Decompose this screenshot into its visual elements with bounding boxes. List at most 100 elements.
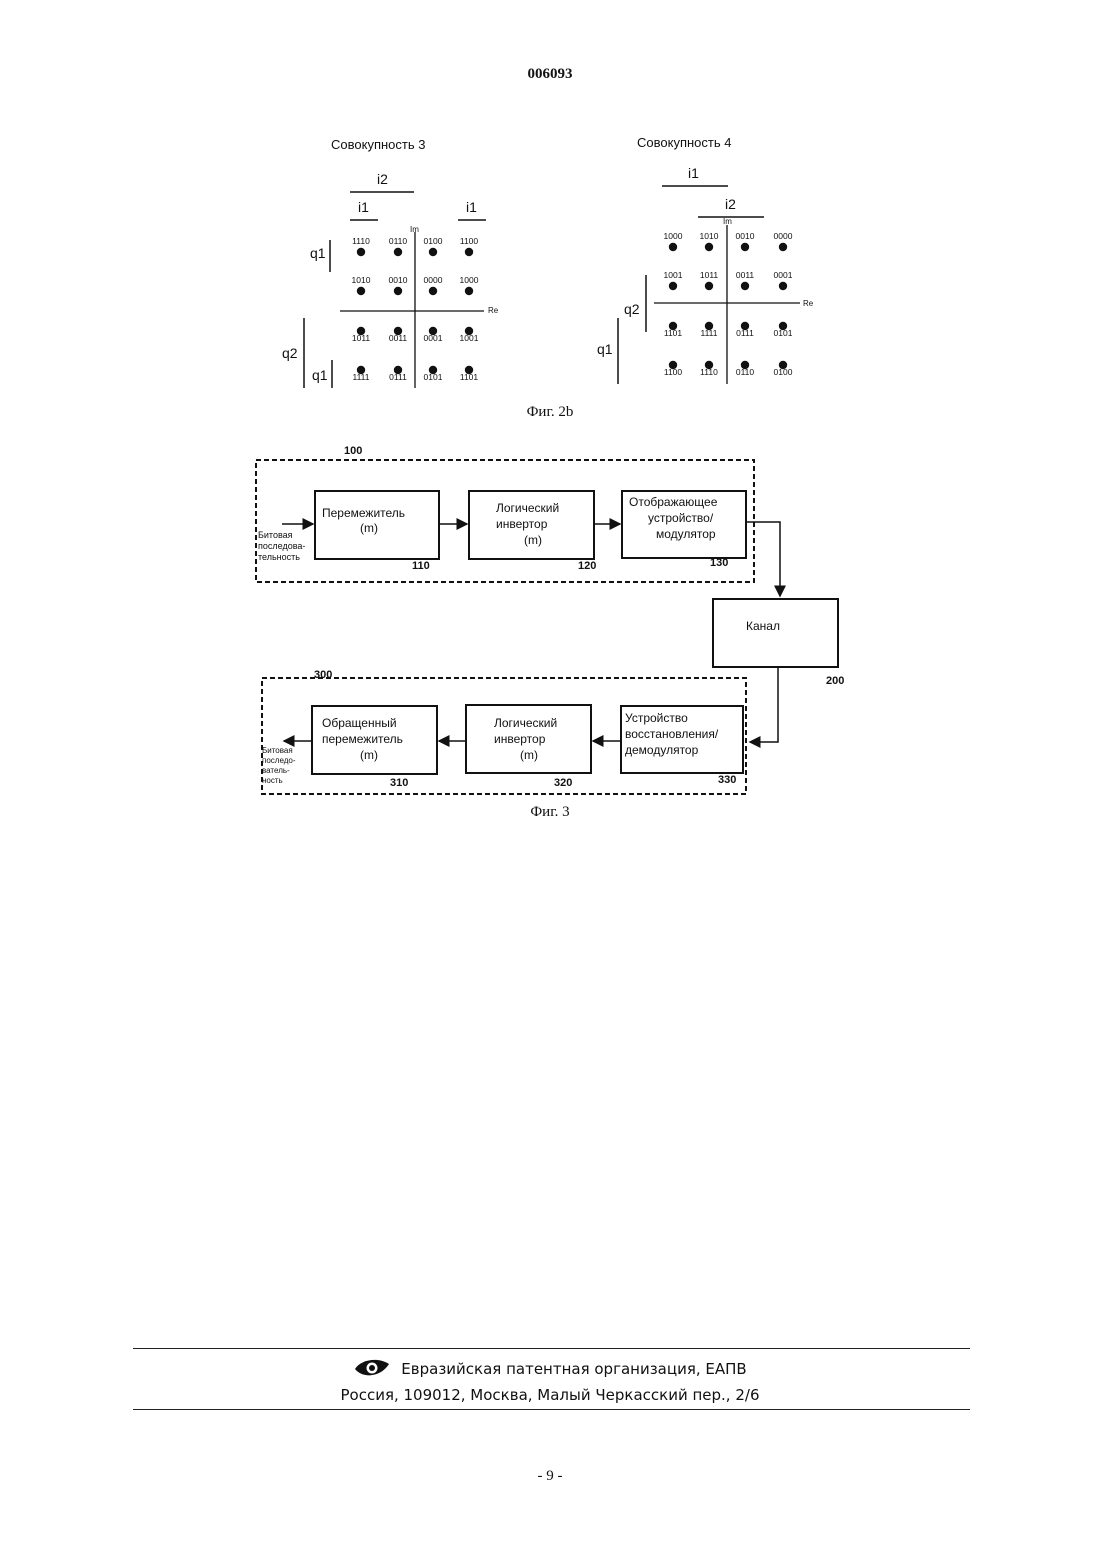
set4-point-label-r2-c3: 0101 xyxy=(774,328,793,338)
set4-point-r0-c0 xyxy=(669,243,677,251)
set3-point-label-r3-c3: 1101 xyxy=(460,372,479,382)
set3-point-label-r2-c2: 0001 xyxy=(424,333,443,343)
set3-point-label-r2-c1: 0011 xyxy=(389,333,408,343)
footer-address: Россия, 109012, Москва, Малый Черкасский… xyxy=(0,1386,1100,1404)
set3-point-r1-c1 xyxy=(394,287,402,295)
channel-label: Канал xyxy=(746,619,780,633)
set3-q2-label: q2 xyxy=(282,345,298,361)
page-number: - 9 - xyxy=(0,1468,1100,1485)
output-label-line-3: ватель- xyxy=(262,766,290,775)
set4-i2-label: i2 xyxy=(725,196,736,212)
block-330-line-3: демодулятор xyxy=(625,743,699,757)
block-320-line-1: Логический xyxy=(494,716,557,730)
set3-point-label-r1-c1: 0010 xyxy=(389,275,408,285)
receiver-ref: 300 xyxy=(314,669,332,681)
block-130-line-3: модулятор xyxy=(656,527,716,541)
set3-point-r0-c2 xyxy=(429,248,437,256)
set4-q2-label: q2 xyxy=(624,301,640,317)
transmitter-ref: 100 xyxy=(344,445,362,457)
set4-point-label-r0-c2: 0010 xyxy=(736,231,755,241)
block-120-line-1: Логический xyxy=(496,501,559,515)
set4-point-label-r1-c0: 1001 xyxy=(664,270,683,280)
set3-point-label-r1-c3: 1000 xyxy=(460,275,479,285)
set4-point-label-r0-c1: 1010 xyxy=(700,231,719,241)
set3-point-label-r3-c0: 1111 xyxy=(352,372,369,382)
set4-point-r0-c3 xyxy=(779,243,787,251)
set4-point-r1-c1 xyxy=(705,282,713,290)
block-330-line-2: восстановления/ xyxy=(625,727,719,741)
figure-3-block-diagram: 100 Битовая последова- тельность Перемеж… xyxy=(0,440,1100,805)
set3-point-label-r1-c2: 0000 xyxy=(424,275,443,285)
output-label-line-4: ность xyxy=(262,776,283,785)
block-110-line-2: (m) xyxy=(360,521,378,535)
set3-point-label-r0-c0: 1110 xyxy=(352,236,370,246)
block-130-line-1: Отображающее xyxy=(629,495,718,509)
output-label-line-2: последо- xyxy=(262,756,296,765)
block-130-line-2: устройство/ xyxy=(648,511,714,525)
set3-point-r0-c1 xyxy=(394,248,402,256)
transmitter-group: 100 Битовая последова- тельность Перемеж… xyxy=(256,445,754,582)
footer-bottom-rule xyxy=(133,1409,970,1410)
set3-point-r1-c3 xyxy=(465,287,473,295)
block-310-line-2: перемежитель xyxy=(322,732,403,746)
set3-point-label-r1-c0: 1010 xyxy=(352,275,371,285)
footer-org: Евразийская патентная организация, ЕАПВ xyxy=(0,1357,1100,1379)
set4-point-r0-c2 xyxy=(741,243,749,251)
block-120-line-3: (m) xyxy=(524,533,542,547)
set3-i2-label: i2 xyxy=(377,171,388,187)
set3-point-label-r0-c2: 0100 xyxy=(424,236,443,246)
block-120-ref: 120 xyxy=(578,560,596,572)
block-120-line-2: инвертор xyxy=(496,517,548,531)
document-number: 006093 xyxy=(0,66,1100,83)
input-label-line-2: последова- xyxy=(258,541,305,551)
figure-2b-constellations: Совокупность 3 i2 i1 i1 Im Re q1 q2 q1 1… xyxy=(0,120,1100,400)
set3-i1-left-label: i1 xyxy=(358,199,369,215)
block-310-line-3: (m) xyxy=(360,748,378,762)
channel-ref: 200 xyxy=(826,675,844,687)
set4-point-r1-c0 xyxy=(669,282,677,290)
receiver-group: 300 Устройство восстановления/ демодулят… xyxy=(262,669,746,794)
set4-point-label-r2-c1: 1111 xyxy=(700,328,717,338)
block-330-line-1: Устройство xyxy=(625,711,688,725)
set3-point-label-r3-c2: 0101 xyxy=(424,372,443,382)
set3-point-r0-c0 xyxy=(357,248,365,256)
footer-org-text: Евразийская патентная организация, ЕАПВ xyxy=(401,1360,746,1378)
set4-point-label-r3-c3: 0100 xyxy=(774,367,793,377)
block-130-ref: 130 xyxy=(710,557,728,569)
output-label-line-1: Битовая xyxy=(262,746,293,755)
channel-block xyxy=(713,599,838,667)
set4-point-label-r2-c0: 1101 xyxy=(664,328,683,338)
set4-point-label-r0-c3: 0000 xyxy=(774,231,793,241)
set4-point-label-r0-c0: 1000 xyxy=(664,231,683,241)
set4-i1-label: i1 xyxy=(688,165,699,181)
set3-point-r1-c2 xyxy=(429,287,437,295)
set4-point-r0-c1 xyxy=(705,243,713,251)
constellation-set-3: Совокупность 3 i2 i1 i1 Im Re q1 q2 q1 1… xyxy=(282,137,499,388)
set4-im-label: Im xyxy=(723,217,732,226)
set4-point-label-r3-c1: 1110 xyxy=(700,367,718,377)
set4-re-label: Re xyxy=(803,299,814,308)
set4-point-r1-c2 xyxy=(741,282,749,290)
set3-point-label-r3-c1: 0111 xyxy=(389,372,407,382)
figure-2b-caption: Фиг. 2b xyxy=(0,404,1100,421)
block-330-ref: 330 xyxy=(718,774,736,786)
set3-q1-top-label: q1 xyxy=(310,245,326,261)
block-310-ref: 310 xyxy=(390,777,408,789)
set4-point-label-r1-c3: 0001 xyxy=(774,270,793,280)
block-310-line-1: Обращенный xyxy=(322,716,397,730)
block-320-line-2: инвертор xyxy=(494,732,546,746)
set3-re-label: Re xyxy=(488,306,499,315)
block-110-line-1: Перемежитель xyxy=(322,506,405,520)
block-320-line-3: (m) xyxy=(520,748,538,762)
footer-top-rule xyxy=(133,1348,970,1349)
set3-point-label-r0-c1: 0110 xyxy=(389,236,408,246)
set3-point-label-r2-c3: 1001 xyxy=(460,333,479,343)
constellation-set-4: Совокупность 4 i1 i2 Im Re q2 q1 1000101… xyxy=(597,135,814,384)
eapo-logo-icon xyxy=(353,1357,391,1379)
set4-title: Совокупность 4 xyxy=(637,135,731,150)
set3-i1-right-label: i1 xyxy=(466,199,477,215)
input-label-line-3: тельность xyxy=(258,552,300,562)
set3-point-label-r0-c3: 1100 xyxy=(460,236,479,246)
set4-point-label-r1-c2: 0011 xyxy=(736,270,755,280)
block-320-ref: 320 xyxy=(554,777,572,789)
